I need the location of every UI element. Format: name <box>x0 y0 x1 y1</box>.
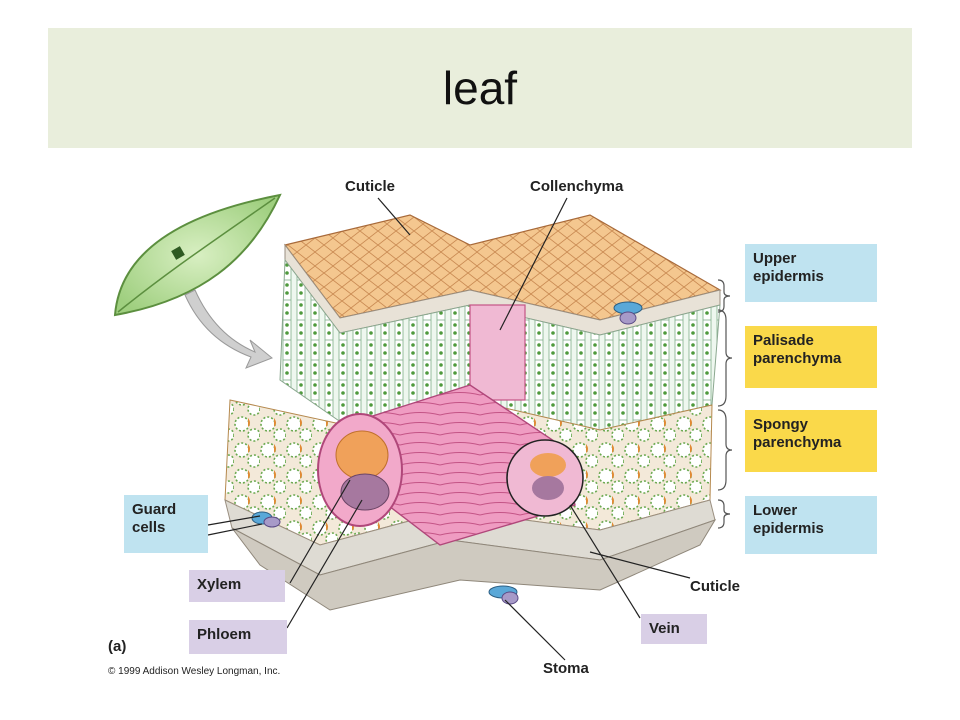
label-xylem: Xylem <box>189 570 285 602</box>
guard-cells-upper <box>613 301 643 325</box>
title-band: leaf <box>48 28 912 148</box>
small-vein-phloem <box>532 476 564 500</box>
label-lower-epidermis: Lower epidermis <box>745 496 877 554</box>
guard-cells-lower <box>251 511 281 528</box>
label-collenchyma: Collenchyma <box>530 178 624 195</box>
label-palisade-parenchyma: Palisade parenchyma <box>745 326 877 388</box>
copyright-text: © 1999 Addison Wesley Longman, Inc. <box>108 666 281 677</box>
phloem-region <box>340 473 390 511</box>
label-stoma: Stoma <box>543 660 589 677</box>
leaf-block <box>224 214 722 611</box>
label-phloem: Phloem <box>189 620 287 654</box>
label-spongy-parenchyma: Spongy parenchyma <box>745 410 877 472</box>
zoom-arrow <box>184 289 273 369</box>
label-cuticle-bottom: Cuticle <box>690 578 741 595</box>
label-cuticle-top: Cuticle <box>345 178 396 195</box>
collenchyma-region <box>469 304 526 401</box>
label-upper-epidermis: Upper epidermis <box>745 244 877 302</box>
page-title: leaf <box>442 62 518 114</box>
panel-tag: (a) <box>108 638 127 655</box>
layer-brackets <box>717 279 733 529</box>
leader-lines <box>207 197 691 661</box>
label-vein: Vein <box>641 614 707 644</box>
leaf-icon <box>113 193 282 317</box>
small-vein-xylem <box>530 453 566 477</box>
stoma-cells <box>488 585 519 605</box>
label-guard-cells: Guard cells <box>124 495 208 553</box>
xylem-region <box>335 430 389 480</box>
